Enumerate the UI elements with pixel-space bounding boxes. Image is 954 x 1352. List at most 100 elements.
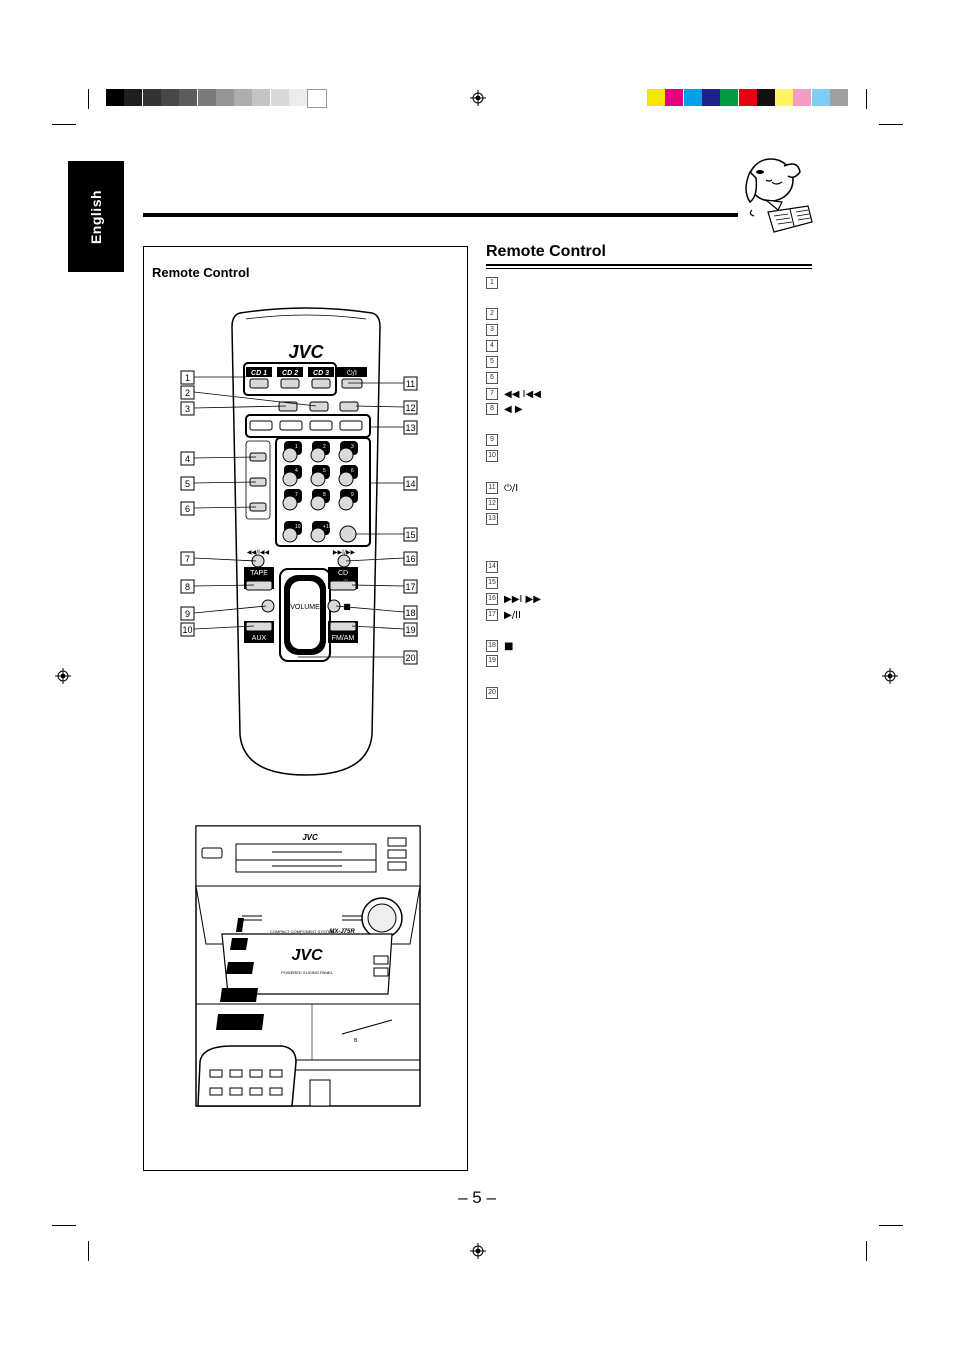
callout-number: 4 [185,454,190,464]
color-swatch [270,89,289,106]
index-item: 3 [486,324,504,336]
numeric-key-7 [282,495,298,511]
callout-number: 18 [405,608,415,618]
color-swatch [793,89,812,106]
tape-button [245,580,273,591]
index-number: 1 [486,277,498,289]
section-title: Remote Control [486,243,606,260]
color-swatch [830,89,848,106]
rewind-label: ◀◀/I◀◀ [247,549,270,556]
forward-label: ▶▶I/▶▶ [333,549,356,556]
trim-mark [88,1241,89,1261]
callout-box [403,650,418,665]
callout-box [180,622,195,637]
callout-box [180,385,195,400]
color-swatch [811,89,830,106]
numeric-key-8 [310,495,326,511]
index-number: 16 [486,593,498,605]
callout-box [403,622,418,637]
index-number: 8 [486,403,498,415]
index-number: 18 [486,640,498,652]
color-swatch [683,89,702,106]
numeric-key-label: 2 [323,444,326,450]
callout-number: 19 [405,625,415,635]
registration-mark-icon [470,1243,486,1259]
stop-label: ■ [343,602,351,611]
tape-label: TAPE [250,570,268,577]
index-text: ◀◀ I◀◀ [504,388,541,400]
callout-number: 10 [182,625,192,635]
index-item: 6 [486,372,504,384]
trim-mark [88,89,89,109]
unit-model: MX-J75R [329,929,355,935]
unit-brand-panel: JVC [291,947,323,964]
index-number: 6 [486,372,498,384]
remote-button-15 [339,525,357,543]
color-swatch [775,89,794,106]
callout-number: 7 [185,554,190,564]
registration-mark-icon [470,90,486,106]
index-item: 2 [486,308,504,320]
index-number: 14 [486,561,498,573]
trim-mark [52,1225,76,1226]
index-number: 9 [486,434,498,446]
volume-label: VOLUME [290,604,320,611]
callout-box [403,400,418,415]
fmam-label: FM/AM [332,635,355,642]
callout-box [403,376,418,391]
numeric-key-label: 8 [323,492,326,498]
callout-number: 6 [185,504,190,514]
index-number: 5 [486,356,498,368]
color-swatch [234,89,253,106]
index-text: ◀ ▶ [504,403,523,415]
callout-leader [335,605,405,613]
callout-leader [193,584,255,587]
callout-leader [193,605,267,614]
remote-brand-logo: JVC [288,342,324,362]
color-swatch [647,89,665,106]
numeric-key-9 [338,495,354,511]
callout-box [180,401,195,416]
color-swatch [106,89,124,106]
color-swatch [756,89,775,106]
page-number: – 5 – [458,1188,496,1207]
cd3-button [311,378,331,389]
callout-box [403,551,418,566]
callout-box [180,370,195,385]
section-rule [486,264,812,266]
numeric-key-label: 9 [351,492,354,498]
language-tab-label: English [88,189,104,244]
color-swatch [738,89,757,106]
callout-box [403,605,418,620]
cd-group-outline [243,362,337,396]
figure-title: Remote Control [152,265,250,280]
index-item: 9 [486,434,504,446]
callout-box [180,551,195,566]
trim-mark [866,1241,867,1261]
numeric-key-10 [282,527,298,543]
index-number: 10 [486,450,498,462]
callout-box [403,527,418,542]
index-item: 17▶/II [486,609,521,621]
callout-box [403,420,418,435]
index-item: 13 [486,513,504,525]
color-swatch [179,89,198,106]
unit-brand-top: JVC [302,833,318,842]
callout-box [180,579,195,594]
callout-leader [193,481,257,484]
numeric-key-4 [282,471,298,487]
index-number: 11 [486,482,498,494]
remote-button-2 [309,401,329,412]
callout-leader [351,584,405,587]
index-number: 15 [486,577,498,589]
color-swatch [720,89,739,106]
index-item: 12 [486,498,504,510]
numeric-key-label: 6 [351,468,354,474]
color-swatch [142,89,161,106]
index-number: 7 [486,388,498,400]
callout-number: 17 [405,582,415,592]
registration-mark-icon [55,668,71,684]
color-swatch [252,89,271,106]
index-number: 2 [486,308,498,320]
index-text: ▶▶I ▶▶ [504,593,541,605]
